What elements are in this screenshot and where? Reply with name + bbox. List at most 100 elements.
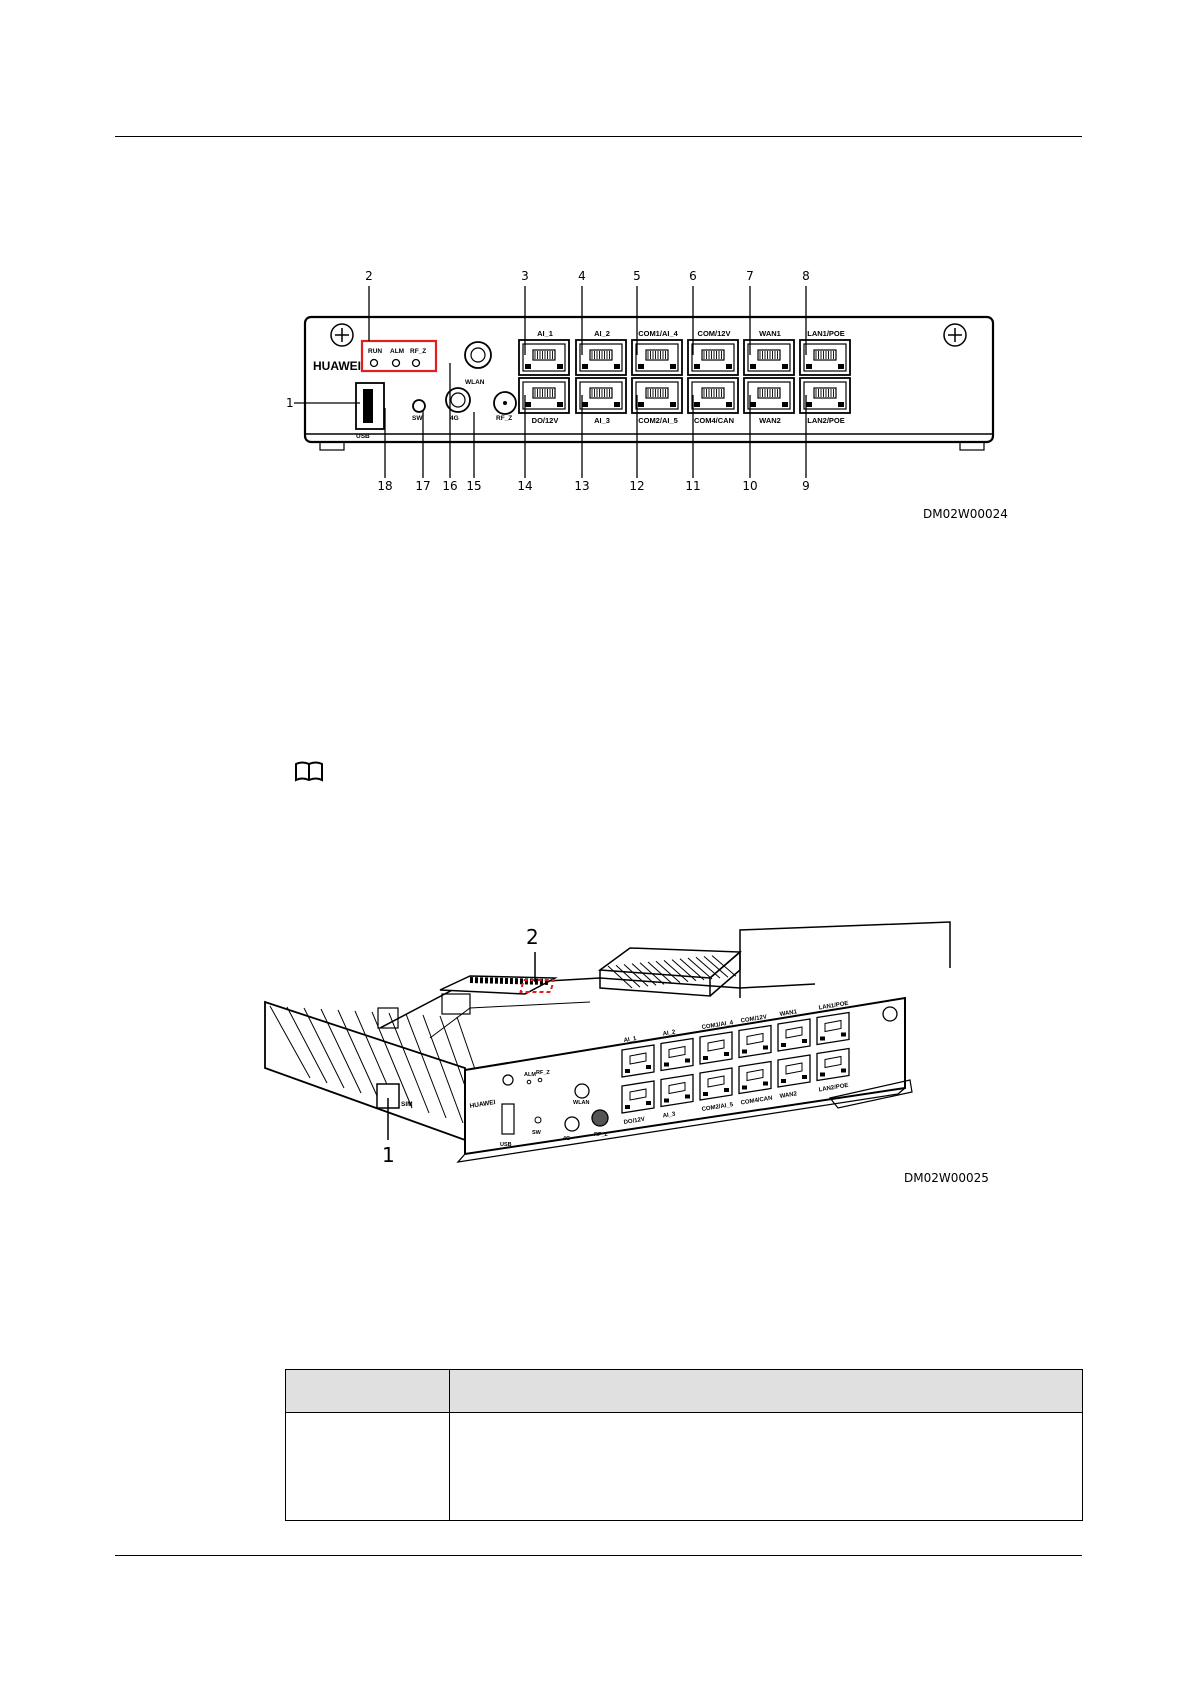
screw-icon <box>502 1074 514 1086</box>
port-label: AI_1 <box>537 329 553 338</box>
led-label: RUN <box>368 348 382 355</box>
left-side-tray: SIM <box>264 1000 498 1142</box>
port-label: COM4/CAN <box>694 416 734 425</box>
port-label: USB <box>356 433 370 440</box>
heatsink-fin <box>663 960 689 983</box>
tray-hatch <box>337 1009 379 1099</box>
port-label: WLAN <box>573 1100 590 1106</box>
rj45-jack <box>738 1060 772 1095</box>
rj45-port-array <box>621 1011 850 1114</box>
terminal-block <box>377 975 558 1029</box>
rj45-jack <box>621 1044 655 1078</box>
port-label: COM4/CAN <box>740 1096 773 1107</box>
table-header-row <box>285 1369 1083 1413</box>
port-label: SW <box>412 415 423 422</box>
table-row <box>285 1412 1083 1521</box>
rj45-jack <box>687 377 739 414</box>
tray-hatch <box>303 1007 345 1089</box>
port-label: RF_Z <box>594 1132 608 1138</box>
board-port-labels: AI_1DO/12VAI_2AI_3COM1/AI_4COM2/AI_5COM/… <box>500 1001 849 1148</box>
port-label: WAN2 <box>779 1091 798 1100</box>
led-group-highlight <box>360 339 438 373</box>
heatsink-fin <box>671 959 697 982</box>
callout-number: 3 <box>521 269 529 283</box>
4g-antenna-connector <box>445 387 471 413</box>
brand-logo: HUAWEI <box>469 1099 496 1110</box>
rj45-jack <box>660 1037 694 1072</box>
tray-hatch <box>269 1005 311 1079</box>
port-label: SW <box>532 1130 542 1136</box>
port-label: COM1/AI_4 <box>638 329 678 338</box>
rfz-antenna-connector <box>591 1109 609 1127</box>
port-label: COM1/AI_4 <box>701 1020 734 1031</box>
port-label: 4G <box>563 1136 570 1142</box>
rj45-jack <box>816 1011 850 1046</box>
port-label: WLAN <box>465 379 485 386</box>
board-deck-edge <box>379 977 816 1029</box>
port-label: COM2/AI_5 <box>701 1102 734 1113</box>
port-label: WAN2 <box>759 416 781 425</box>
red-highlight-region <box>519 979 555 993</box>
port-label: COM/12V <box>698 329 731 338</box>
heatsink-fin <box>623 964 649 987</box>
led-indicator <box>369 358 379 368</box>
screw-icon <box>882 1006 898 1022</box>
led-indicator <box>391 358 401 368</box>
port-label: USB <box>500 1142 512 1148</box>
rj45-jack <box>799 339 851 376</box>
board-front-panel: HUAWEI AI_1DO/12VAI_2AI_3COM1/AI_4COM2/A… <box>456 996 913 1163</box>
rj45-jack <box>518 339 570 376</box>
tray-hatch <box>286 1006 328 1084</box>
rj45-jack <box>699 1067 733 1101</box>
heatsink-fin <box>647 961 673 984</box>
rj45-jack <box>816 1047 850 1082</box>
callout-number: 1 <box>286 396 294 410</box>
callout-number: 4 <box>578 269 586 283</box>
table-cell <box>285 1412 450 1521</box>
tray-hatch <box>388 1012 430 1114</box>
callout-number: 5 <box>633 269 641 283</box>
heatsink-fin <box>703 956 729 978</box>
port-label: AI_2 <box>594 329 610 338</box>
rj45-jack <box>777 1018 811 1052</box>
led <box>537 1077 543 1083</box>
header-rule <box>115 136 1082 137</box>
note-book-icon <box>295 761 323 782</box>
wlan-antenna-connector <box>574 1083 590 1099</box>
rj45-port-array: AI_1DO/12VAI_2AI_3COM1/AI_4COM2/AI_5COM/… <box>518 329 851 425</box>
led-label: RF_Z <box>410 348 426 355</box>
led-indicator <box>411 358 421 368</box>
wlan-antenna-connector <box>464 341 492 369</box>
screw-right-icon <box>943 323 967 347</box>
heatsink-fin <box>687 957 713 980</box>
heatsink-fin <box>639 962 665 985</box>
4g-antenna-connector <box>564 1116 580 1132</box>
port-label: LAN1/POE <box>807 329 845 338</box>
sim-label: SIM <box>401 1101 413 1108</box>
rfz-antenna-connector <box>493 391 517 415</box>
port-label: DO/12V <box>532 416 559 425</box>
callout-number: 13 <box>574 479 589 493</box>
figure-code: DM02W00025 <box>904 1171 989 1185</box>
port-label: RF_Z <box>536 1070 550 1076</box>
rj45-jack <box>518 377 570 414</box>
heatsink-fin <box>615 964 641 988</box>
callout-number: 17 <box>415 479 430 493</box>
table-header-cell <box>449 1369 1083 1413</box>
rj45-jack <box>799 377 851 414</box>
port-label: LAN2/POE <box>807 416 845 425</box>
callout-number: 14 <box>517 479 532 493</box>
rj45-jack <box>621 1080 655 1114</box>
callout-number: 8 <box>802 269 810 283</box>
footer-rule <box>115 1555 1082 1556</box>
port-label: ALM <box>524 1072 536 1078</box>
heatsink-fin <box>695 956 721 979</box>
callout-number: 7 <box>746 269 754 283</box>
usb-port <box>501 1103 515 1135</box>
port-label: COM/12V <box>740 1014 767 1024</box>
